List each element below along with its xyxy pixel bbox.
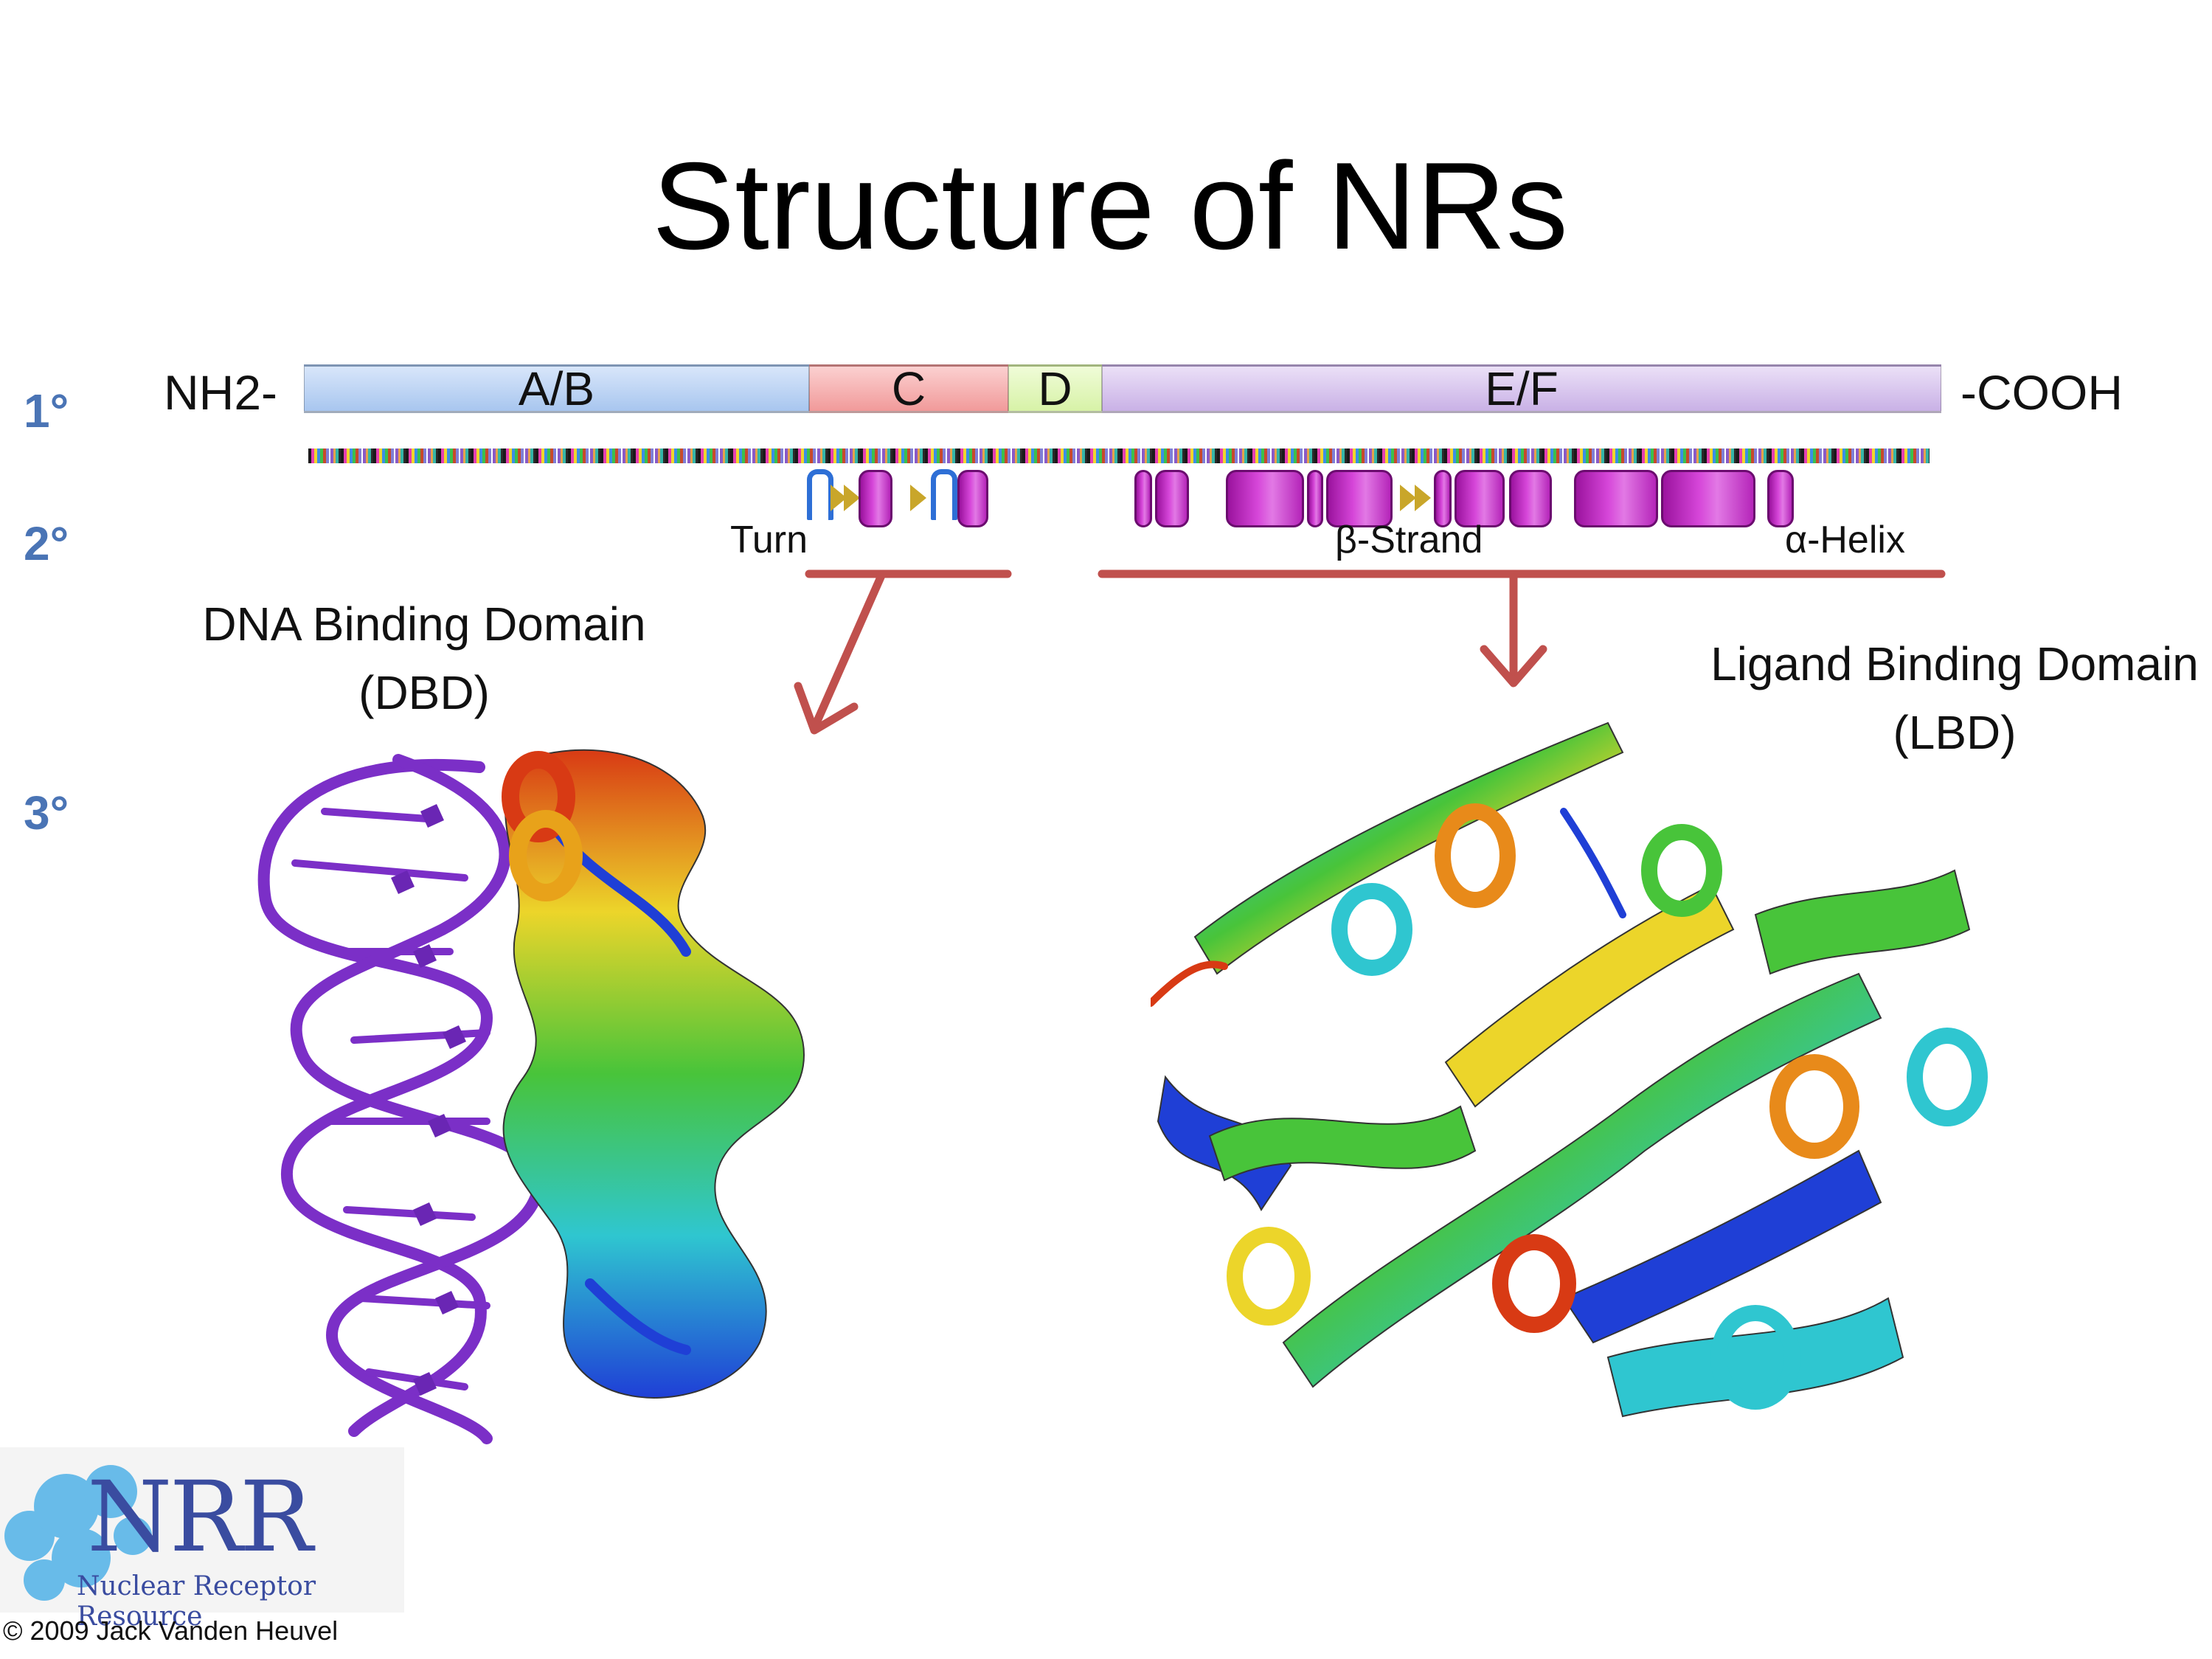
dbd-caption-line2: (DBD) [358,665,490,719]
dbd-caption-line1: DNA Binding Domain [202,598,646,651]
helix-cylinder [1134,470,1152,527]
helix-cylinder [1767,470,1794,527]
dbd-arrow-head [794,682,859,735]
strand-label: β-Strand [1335,519,1483,561]
lbd-caption-line1: Ligand Binding Domain [1710,637,2199,690]
lbd-arrow-head [1480,645,1547,688]
copyright-text: © 2009 Jack Vanden Heuvel [3,1615,339,1646]
level-tertiary-label: 3° [24,786,69,839]
strand-arrow-icon [831,485,847,511]
helix-cylinder [1434,470,1452,527]
level-secondary-label: 2° [24,517,69,570]
domain-c: C [809,364,1008,413]
helix-label: α-Helix [1785,519,1905,561]
strand-arrow-icon [1400,485,1416,511]
helix-cylinder [1307,470,1323,527]
turn-label: Turn [730,519,808,561]
helix-cylinder [1455,470,1505,527]
domain-ab: A/B [304,364,809,413]
strand-arrow-icon [1415,485,1431,511]
logo-letters: NRR [87,1461,313,1574]
recognition-helix [502,751,583,901]
level-primary-label: 1° [24,384,69,437]
helix-cylinder [1326,470,1393,527]
turn-icon [931,469,957,520]
strand-arrow-icon [844,485,860,511]
strand-arrow-icon [910,485,926,511]
lbd-helices [1157,721,1971,1418]
dbd-caption: DNA Binding Domain (DBD) [170,590,679,727]
helix-cylinder [957,470,988,527]
nrr-logo: NRR Nuclear Receptor Resource [0,1447,404,1632]
helix-cylinder [1574,470,1658,527]
logo-bubbles-icon [0,1447,404,1613]
domain-ef: E/F [1102,364,1941,413]
lbd-caption-line2: (LBD) [1893,705,2017,759]
dna-double-helix [257,754,545,1444]
helix-cylinder [1661,470,1755,527]
n-terminus-label: NH2- [164,365,278,420]
lbd-loops [1151,808,1626,1007]
helix-cylinder [1509,470,1552,527]
helix-cylinder [1155,470,1189,527]
helix-cylinder [1226,470,1304,527]
dbd-structure-image [257,749,805,1444]
logo-tagline: Nuclear Receptor Resource [77,1571,316,1632]
helix-cylinder [859,470,892,527]
domain-d: D [1008,364,1102,413]
dbd-arrow-shaft [811,569,887,729]
c-terminus-label: -COOH [1960,365,2123,420]
sequence-color-strip [308,448,1930,463]
page-title: Structure of NRs [652,136,1568,275]
protein-ribbon [502,749,805,1399]
lbd-helix-coils [1227,803,1988,1410]
dna-bases [391,804,466,1396]
lbd-structure-image [1151,721,1988,1418]
lbd-caption: Ligand Binding Domain (LBD) [1689,630,2212,767]
